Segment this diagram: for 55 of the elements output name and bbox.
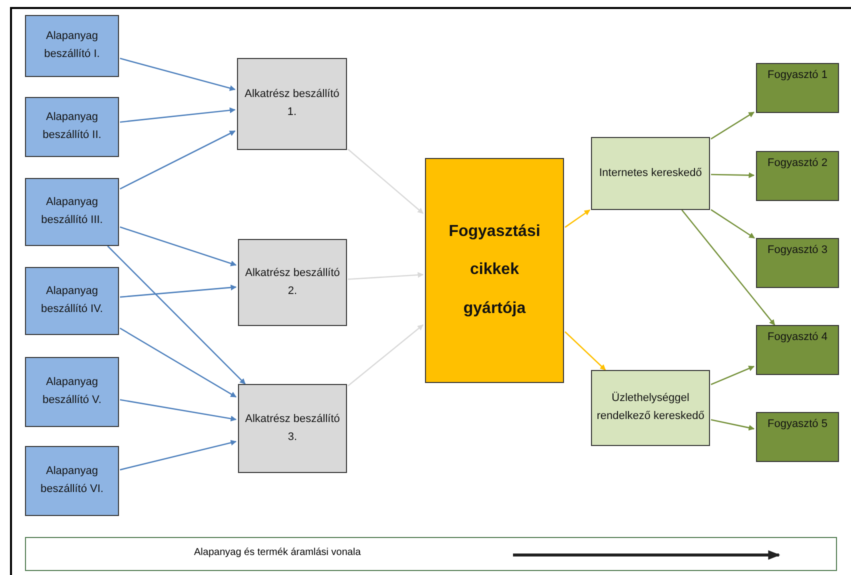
arrow <box>120 107 236 123</box>
node-label: Alapanyag beszállító IV. <box>40 284 104 317</box>
component-supplier-box <box>238 384 347 473</box>
component-supplier-box <box>238 239 347 326</box>
retailer-box <box>591 370 710 446</box>
node-label: Fogyasztási cikkek gyártója <box>448 222 542 319</box>
raw-material-supplier-box <box>25 357 119 427</box>
node-label: Alkatrész beszállító 2. <box>244 266 341 298</box>
arrow <box>681 210 776 326</box>
arrow <box>564 331 606 370</box>
raw-material-supplier-box <box>25 267 119 335</box>
arrow <box>710 419 755 431</box>
arrow <box>348 272 424 280</box>
node-label: Internetes kereskedő <box>599 166 702 181</box>
arrow <box>120 440 237 470</box>
node-label: Alapanyag beszállító V. <box>42 375 102 408</box>
raw-material-supplier-box <box>25 178 119 246</box>
node-label: Alapanyag beszállító I. <box>43 29 101 62</box>
component-supplier-box <box>237 58 347 150</box>
arrow <box>120 130 236 190</box>
node-label: Fogyasztó 5 <box>768 417 828 432</box>
arrow <box>120 399 237 422</box>
arrow <box>348 148 424 214</box>
node-label: Fogyasztó 2 <box>768 156 828 171</box>
arrow <box>710 172 755 178</box>
node-label: Alapanyag beszállító VI. <box>40 464 104 497</box>
node-label: Alapanyag beszállító II. <box>42 110 102 143</box>
retailer-box <box>591 137 710 210</box>
arrow <box>348 324 424 386</box>
node-label: Alkatrész beszállító 1. <box>244 87 340 120</box>
manufacturer-box <box>425 158 564 383</box>
arrow <box>710 112 754 140</box>
consumer-box <box>756 325 839 375</box>
node-label: Fogyasztó 3 <box>768 243 828 258</box>
consumer-box <box>756 238 839 288</box>
arrow <box>120 328 236 398</box>
node-label: Üzlethelységgel rendelkező kereskedő <box>596 390 706 424</box>
arrow <box>107 246 246 384</box>
consumer-box <box>756 151 839 201</box>
arrow <box>710 209 755 239</box>
legend-label: Alapanyag és termék áramlási vonala <box>194 547 361 558</box>
consumer-box <box>756 412 839 462</box>
arrow <box>564 209 590 228</box>
raw-material-supplier-box <box>25 97 119 157</box>
raw-material-supplier-box <box>25 446 119 516</box>
node-label: Fogyasztó 4 <box>768 330 828 345</box>
node-label: Alapanyag beszállító III. <box>40 195 104 228</box>
node-label: Fogyasztó 1 <box>768 68 828 83</box>
consumer-box <box>756 63 839 113</box>
arrow <box>710 366 755 386</box>
arrow <box>120 226 237 266</box>
arrow <box>120 284 237 298</box>
node-label: Alkatrész beszállító 3. <box>244 412 341 444</box>
raw-material-supplier-box <box>25 15 119 77</box>
arrow <box>120 58 236 91</box>
